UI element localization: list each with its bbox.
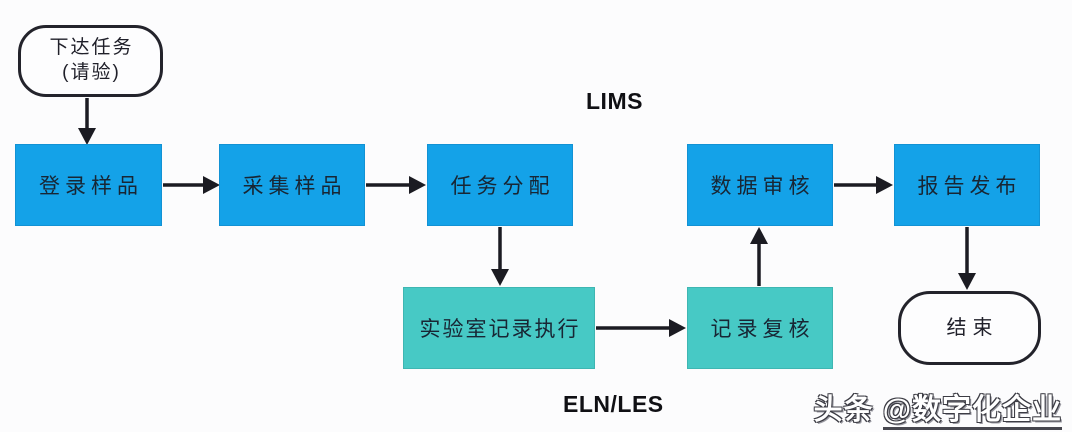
zone-label-eln-les: ELN/LES: [563, 391, 664, 417]
node-end: 结束: [898, 291, 1041, 365]
node-data-review-label: 数据审核: [710, 175, 815, 198]
watermark-toutiao: 头条 @数字化企业: [813, 386, 1062, 430]
node-lab-record-execute: 实验室记录执行: [403, 287, 595, 369]
node-record-check: 记录复核: [687, 287, 833, 369]
watermark-source: 头条: [813, 394, 874, 426]
arrow-report-to-end: [958, 227, 976, 290]
node-start-task-line2: (请验): [62, 62, 121, 83]
node-sample-collect: 采集样品: [219, 144, 365, 226]
node-report-release-label: 报告发布: [917, 175, 1022, 198]
node-start-task: 下达任务 (请验): [18, 25, 163, 97]
zone-label-lims: LIMS: [586, 88, 643, 114]
node-task-assign: 任务分配: [427, 144, 573, 226]
node-sample-collect-label: 采集样品: [242, 175, 347, 198]
node-data-review: 数据审核: [687, 144, 833, 226]
node-task-assign-label: 任务分配: [450, 175, 555, 198]
arrow-execute-to-check: [596, 319, 686, 337]
arrow-assign-to-execute: [491, 227, 509, 286]
node-end-label: 结束: [946, 317, 999, 339]
node-record-check-label: 记录复核: [710, 318, 815, 341]
arrow-review-to-report: [834, 176, 893, 194]
watermark-handle: @数字化企业: [882, 394, 1062, 430]
arrow-login-to-collect: [163, 176, 220, 194]
node-lab-record-execute-label: 实验室记录执行: [419, 318, 581, 341]
node-start-task-line1: 下达任务: [49, 37, 134, 59]
arrow-check-to-review: [750, 227, 768, 286]
arrow-start-to-login: [78, 98, 96, 145]
node-sample-login: 登录样品: [15, 144, 162, 226]
arrow-collect-to-assign: [366, 176, 426, 194]
node-sample-login-label: 登录样品: [39, 175, 143, 198]
node-report-release: 报告发布: [894, 144, 1040, 226]
